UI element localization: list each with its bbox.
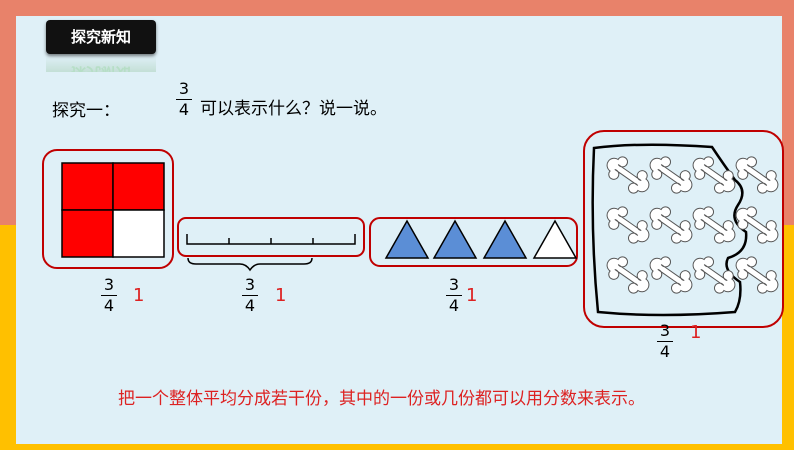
segment-brace [187,257,313,272]
bone-icon [735,206,779,244]
bones-group-boundary [591,143,748,317]
page-title: 探究新知 [46,20,156,54]
bone-icon [692,156,736,194]
bone-icon [649,256,693,294]
triangles-figure [384,219,578,259]
question-prefix: 探究一： [52,101,120,121]
square-unit: 1 [133,285,145,306]
bone-icon [649,156,693,194]
bone-icon [735,256,779,294]
bones-unit: 1 [690,322,702,343]
segment-figure [186,234,356,245]
bones-outline [583,130,784,328]
triangles-unit: 1 [466,285,478,306]
bone-icon [692,256,736,294]
triangles-outline [369,217,578,267]
bone-icon [606,206,650,244]
conclusion-text: 把一个整体平均分成若干份，其中的一份或几份都可以用分数来表示。 [118,389,645,409]
segment-unit: 1 [275,285,287,306]
question-suffix: 可以表示什么？说一说。 [200,99,387,119]
segment-outline [177,217,365,257]
bones-figure [606,156,779,294]
bone-icon [606,256,650,294]
bone-icon [649,206,693,244]
square-outline [42,149,174,269]
bone-icon [692,206,736,244]
bone-icon [606,156,650,194]
square-figure [61,162,165,258]
bone-icon [735,156,779,194]
